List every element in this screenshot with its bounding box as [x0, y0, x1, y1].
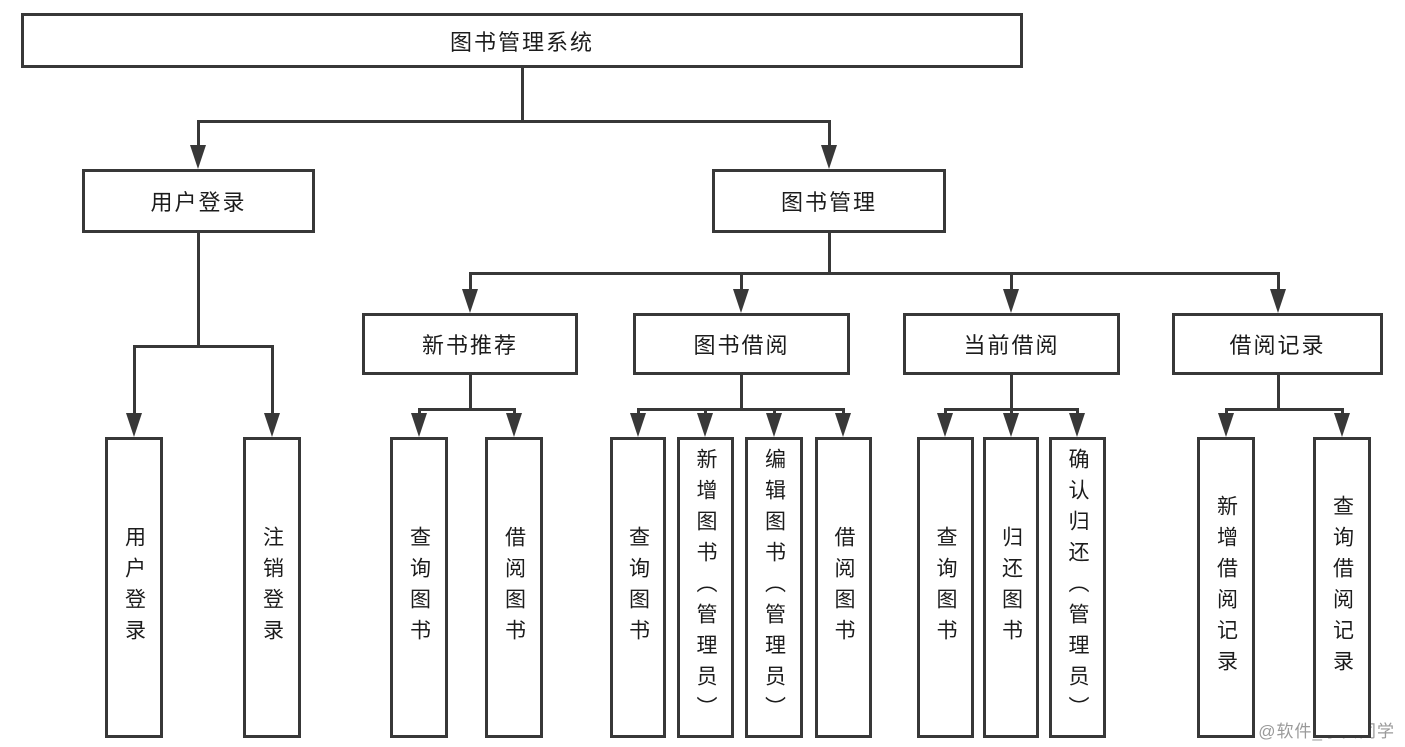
arrowhead-down-icon [766, 413, 782, 437]
node-bb-add: 新增图书（管理员） [677, 437, 734, 738]
connector-line [637, 408, 844, 411]
arrowhead-down-icon [821, 145, 837, 169]
arrowhead-down-icon [1218, 413, 1234, 437]
connector-line [133, 345, 136, 419]
node-new-book-recommend: 新书推荐 [362, 313, 578, 375]
arrowhead-down-icon [264, 413, 280, 437]
node-bb-query: 查询图书 [610, 437, 666, 738]
arrowhead-down-icon [697, 413, 713, 437]
node-cb-return: 归还图书 [983, 437, 1039, 738]
connector-line [197, 233, 200, 348]
node-root: 图书管理系统 [21, 13, 1023, 68]
arrowhead-down-icon [1003, 289, 1019, 313]
node-cb-confirm: 确认归还（管理员） [1049, 437, 1106, 738]
connector-line [197, 120, 830, 123]
arrowhead-down-icon [190, 145, 206, 169]
node-br-query: 查询借阅记录 [1313, 437, 1371, 738]
node-label: 编辑图书（管理员） [762, 448, 786, 727]
arrowhead-down-icon [937, 413, 953, 437]
node-label: 用户登录 [122, 525, 146, 650]
node-label: 新增借阅记录 [1214, 494, 1238, 681]
arrowhead-down-icon [1069, 413, 1085, 437]
node-book-management: 图书管理 [712, 169, 946, 233]
node-cb-query: 查询图书 [917, 437, 974, 738]
connector-line [740, 272, 743, 295]
arrowhead-down-icon [126, 413, 142, 437]
node-bb-edit: 编辑图书（管理员） [745, 437, 803, 738]
node-borrow-records: 借阅记录 [1172, 313, 1383, 375]
node-bb-borrow: 借阅图书 [815, 437, 872, 738]
node-label: 图书管理系统 [449, 29, 594, 55]
node-label: 图书借阅 [693, 333, 790, 358]
node-label: 注销登录 [260, 525, 284, 650]
connector-line [469, 272, 472, 295]
arrowhead-down-icon [411, 413, 427, 437]
node-label: 查询借阅记录 [1330, 494, 1354, 681]
node-nb-query: 查询图书 [390, 437, 448, 738]
connector-line [469, 272, 1279, 275]
node-label: 借阅记录 [1229, 333, 1326, 358]
node-label: 用户登录 [150, 190, 247, 215]
connector-line [1010, 375, 1013, 411]
arrowhead-down-icon [1270, 289, 1286, 313]
connector-line [521, 66, 524, 123]
arrowhead-down-icon [835, 413, 851, 437]
connector-line [1277, 272, 1280, 295]
node-label: 查询图书 [626, 525, 650, 650]
connector-line [418, 408, 515, 411]
arrowhead-down-icon [1334, 413, 1350, 437]
arrowhead-down-icon [1003, 413, 1019, 437]
arrowhead-down-icon [506, 413, 522, 437]
node-label: 图书管理 [780, 190, 877, 215]
connector-line [271, 345, 274, 419]
connector-line [828, 233, 831, 275]
node-label: 新增图书（管理员） [694, 448, 717, 727]
connector-line [469, 375, 472, 411]
node-logout-leaf: 注销登录 [243, 437, 301, 738]
arrowhead-down-icon [733, 289, 749, 313]
node-user-login: 用户登录 [82, 169, 315, 233]
connector-line [1225, 408, 1343, 411]
connector-line [828, 120, 831, 151]
node-br-add: 新增借阅记录 [1197, 437, 1255, 738]
node-label: 新书推荐 [421, 333, 518, 358]
node-nb-borrow: 借阅图书 [485, 437, 543, 738]
node-book-borrow: 图书借阅 [633, 313, 850, 375]
connector-line [133, 345, 273, 348]
connector-line [740, 375, 743, 411]
node-label: 借阅图书 [502, 525, 526, 650]
node-label: 查询图书 [934, 525, 957, 650]
node-label: 当前借阅 [963, 333, 1060, 358]
connector-line [1277, 375, 1280, 411]
connector-line [197, 120, 200, 151]
node-label: 归还图书 [999, 525, 1023, 650]
arrowhead-down-icon [630, 413, 646, 437]
node-user-login-leaf: 用户登录 [105, 437, 163, 738]
arrowhead-down-icon [462, 289, 478, 313]
node-label: 确认归还（管理员） [1066, 448, 1089, 727]
connector-line [1010, 272, 1013, 295]
node-label: 借阅图书 [832, 525, 855, 650]
node-label: 查询图书 [407, 525, 431, 650]
node-current-borrow: 当前借阅 [903, 313, 1120, 375]
